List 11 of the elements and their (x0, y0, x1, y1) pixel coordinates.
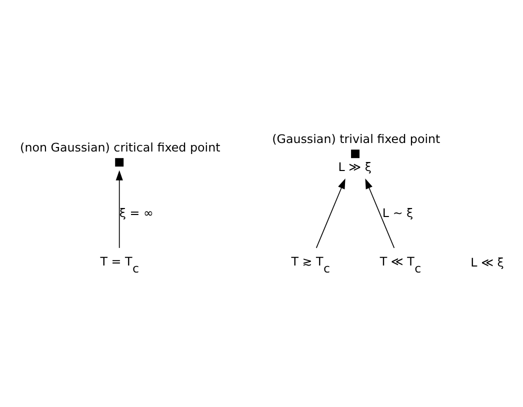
arrow (316, 178, 346, 248)
edge-label: L ~ ξ (382, 206, 414, 220)
node-label: L ≫ ξ (338, 160, 372, 174)
label: L ≪ ξ (470, 255, 504, 270)
node-box (115, 158, 124, 167)
arrow (365, 178, 395, 248)
node-box (351, 150, 360, 158)
node-label: (non Gaussian) critical fixed point (20, 140, 220, 154)
node-label: (Gaussian) trivial fixed point (272, 132, 440, 146)
edge-label: ξ = ∞ (119, 206, 154, 220)
arrow (116, 170, 123, 248)
